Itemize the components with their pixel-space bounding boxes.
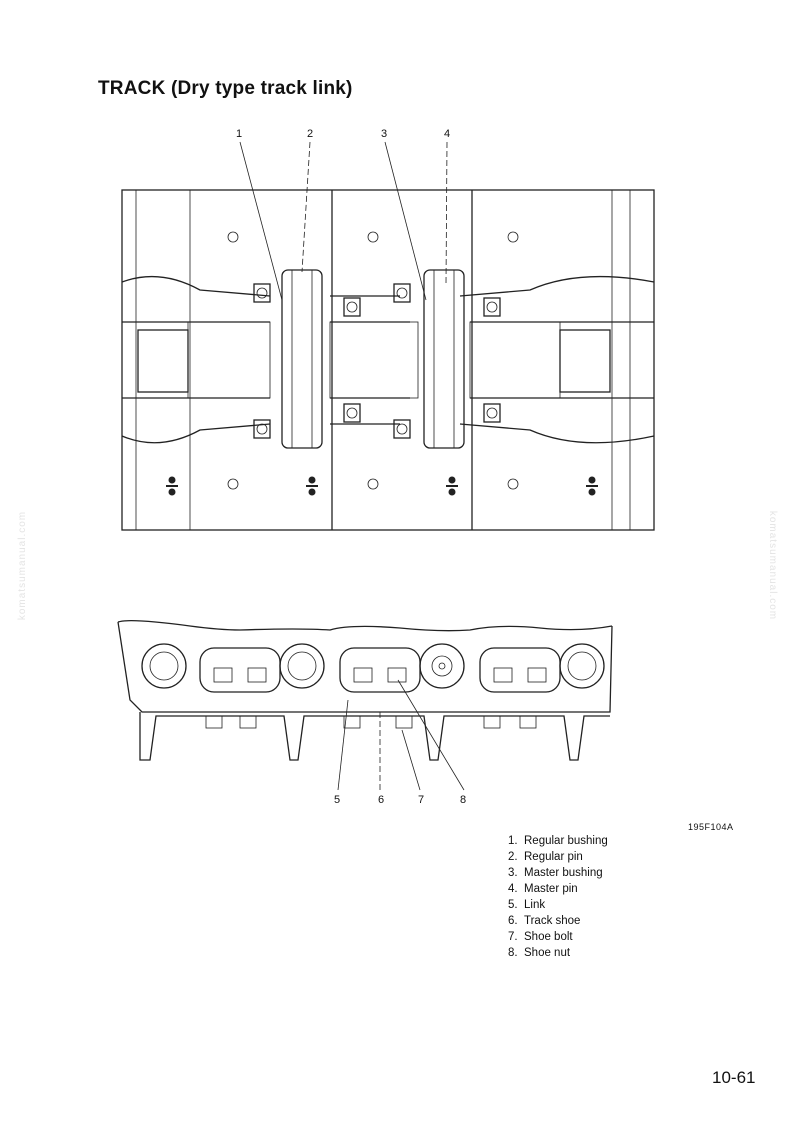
grouser-marks — [166, 476, 598, 496]
shoe-hole — [227, 478, 239, 490]
link-window — [479, 647, 561, 693]
legend-item: 5.Link — [508, 899, 546, 911]
page-number: 10-61 — [712, 1068, 756, 1087]
legend-item: 2.Regular pin — [508, 851, 583, 863]
shoe-bolt-heads — [205, 715, 537, 729]
watermark-left: komatsumanual.com — [17, 510, 29, 621]
legend-item: 4.Master pin — [508, 883, 578, 895]
shoe-hole — [367, 231, 379, 243]
legend-item: 6.Track shoe — [508, 915, 581, 927]
callout-master-bushing: 3 — [381, 128, 388, 140]
callout-master-pin: 4 — [444, 128, 451, 140]
legend-item: 8.Shoe nut — [508, 947, 571, 959]
legend-item: 1.Regular bushing — [508, 835, 608, 847]
side-bushing — [141, 643, 187, 689]
callout-regular-bushing: 1 — [236, 128, 243, 140]
callout-shoe-bolt: 7 — [418, 794, 425, 806]
shoe-hole — [507, 231, 519, 243]
side-master-pin — [419, 643, 465, 689]
track-side-view — [117, 620, 613, 791]
bushing-block — [559, 329, 611, 393]
legend-item: 3.Master bushing — [508, 867, 603, 879]
watermark-right: komatsumanual.com — [767, 510, 779, 621]
legend-item: 7.Shoe bolt — [508, 931, 573, 943]
track-plan-view — [121, 141, 655, 531]
link-window — [339, 647, 421, 693]
callout-link: 5 — [334, 794, 341, 806]
callout-track-shoe: 6 — [378, 794, 385, 806]
shoe-plate-outline — [121, 189, 655, 531]
callout-shoe-nut: 8 — [460, 794, 467, 806]
side-bushing — [559, 643, 605, 689]
regular-pin — [281, 269, 323, 449]
shoe-hole — [367, 478, 379, 490]
side-bushing — [279, 643, 325, 689]
page-title: TRACK (Dry type track link) — [98, 78, 353, 99]
parts-legend: 1.Regular bushing 2.Regular pin 3.Master… — [508, 833, 608, 961]
shoe-hole — [507, 478, 519, 490]
shoe-hole — [227, 231, 239, 243]
link-window — [199, 647, 281, 693]
bushing-block — [137, 329, 189, 393]
link-bolts — [253, 283, 501, 439]
figure-id: 195F104A — [688, 822, 734, 832]
callout-regular-pin: 2 — [307, 128, 314, 140]
master-pin — [423, 269, 465, 449]
